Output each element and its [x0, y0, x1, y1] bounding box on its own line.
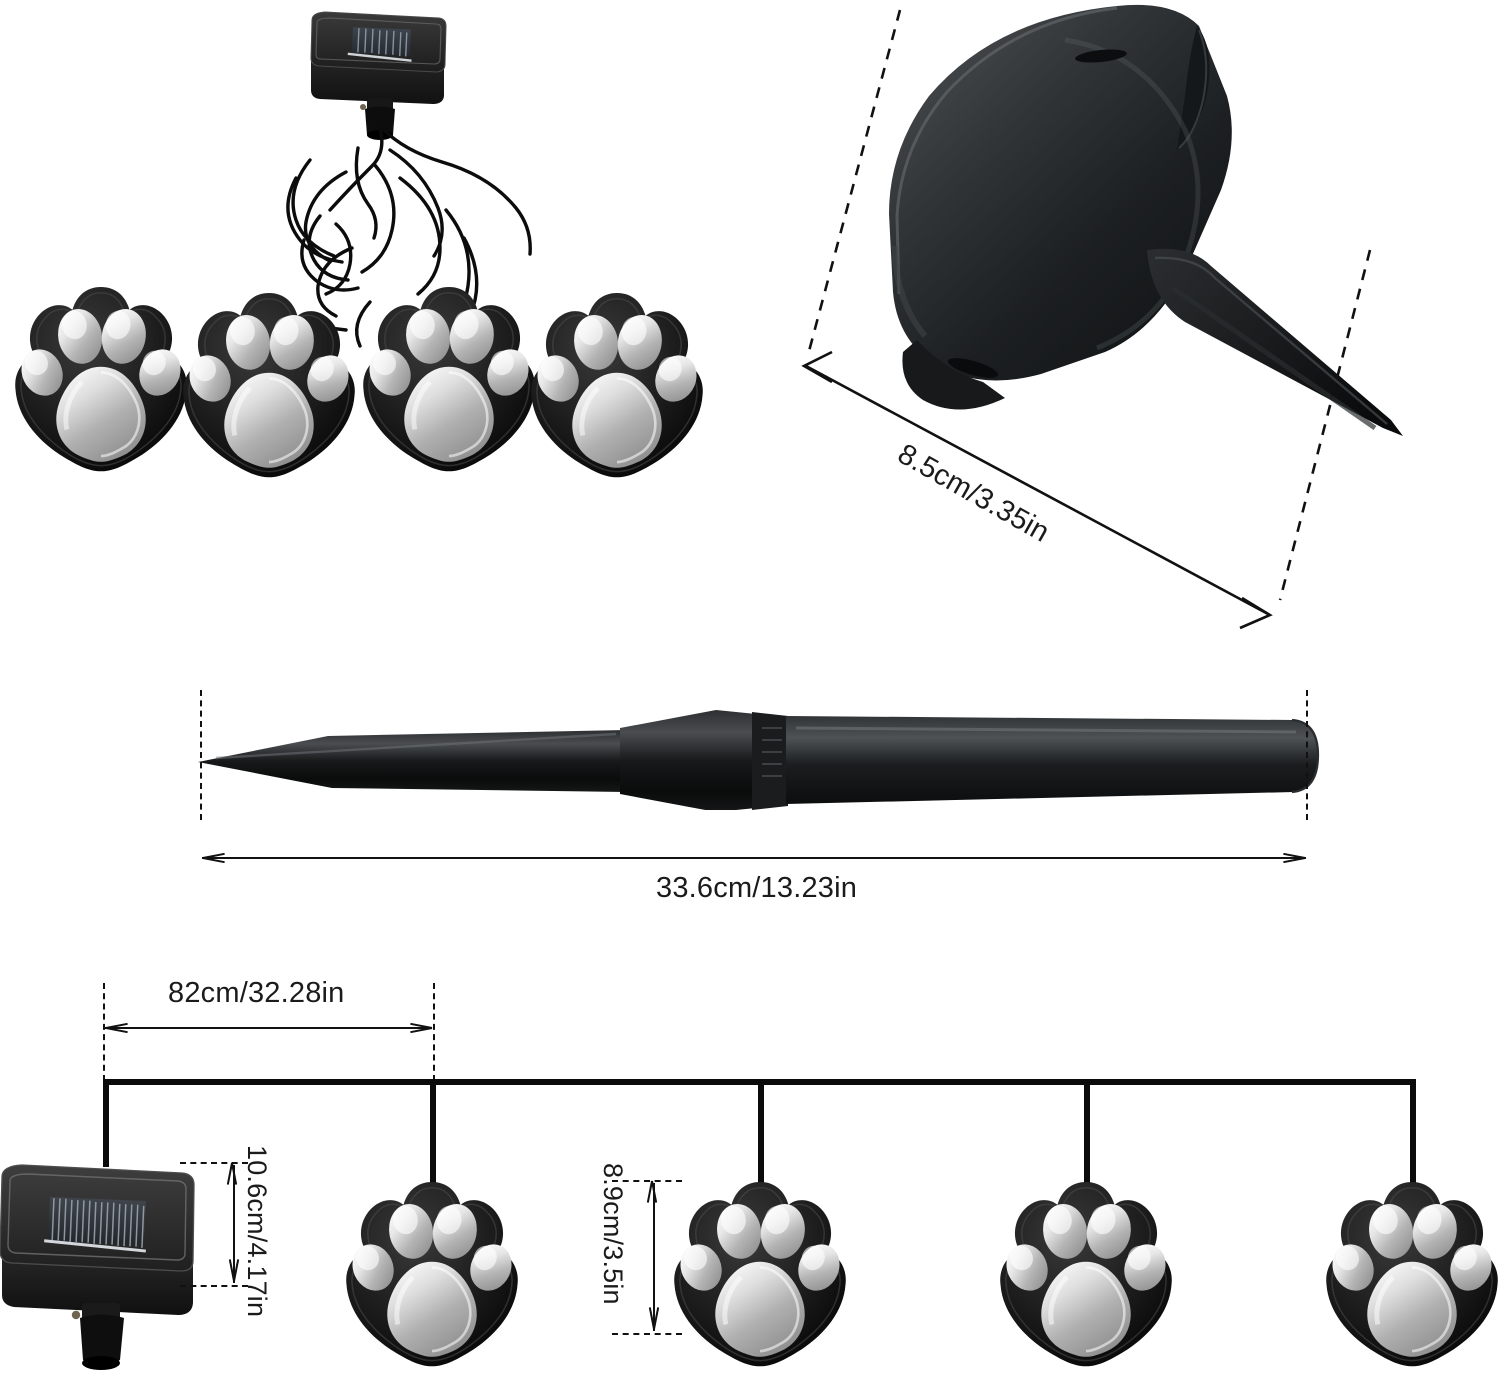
paw-light: [354, 282, 544, 482]
spacing-arrow-right: [410, 1020, 432, 1034]
spacing-left-extension: [103, 983, 105, 1081]
stake-arrow-right: [1283, 850, 1305, 864]
panel-height-dimension-label: 10.6cm/4.17in: [242, 1145, 272, 1318]
drop-wire-2: [758, 1079, 764, 1197]
paw-light: [174, 288, 364, 488]
paw-light: [522, 288, 712, 488]
cone-spike-base: [855, 0, 1435, 450]
spacing-arrow-left: [106, 1020, 128, 1034]
panel-height-arrow-bottom: [226, 1259, 240, 1281]
paw-light: [1317, 1177, 1500, 1377]
paw-height-dimension-label: 8.9cm/3.5in: [598, 1163, 628, 1305]
lead-spacing-dimension-label: 82cm/32.28in: [168, 977, 345, 1009]
panel-height-dimension-line: [233, 1165, 235, 1283]
stake-arrow-left: [203, 850, 225, 864]
stake-illustration-group: 33.6cm/13.23in: [0, 660, 1500, 940]
paw-light: [6, 282, 196, 482]
drop-wire-3: [1084, 1079, 1090, 1197]
cone-illustration-group: 8.5cm/3.35in: [760, 0, 1500, 660]
stake-right-extension: [1306, 690, 1308, 820]
drop-wire-solar: [103, 1079, 109, 1167]
ground-stake: [196, 700, 1320, 810]
drop-wire-4: [1410, 1079, 1416, 1197]
stake-dimension-line: [202, 857, 1306, 859]
paw-light: [337, 1177, 527, 1377]
solar-panel-top: [305, 4, 465, 144]
drop-wire-1: [430, 1079, 436, 1189]
spacing-right-extension: [433, 983, 435, 1081]
solar-panel-bottom: [0, 1155, 226, 1389]
spacing-dimension-line: [105, 1027, 431, 1029]
cone-width-dimension-label: 8.5cm/3.35in: [892, 438, 1055, 549]
panel-height-arrow-top: [226, 1163, 240, 1185]
paw-light: [991, 1177, 1181, 1377]
assembly-illustration: [0, 0, 720, 520]
paw-height-bottom-extension: [612, 1333, 682, 1335]
stake-left-extension: [200, 690, 202, 820]
string-layout-diagram: 82cm/32.28in: [0, 955, 1500, 1389]
paw-height-dimension-line: [653, 1183, 655, 1331]
stake-length-dimension-label: 33.6cm/13.23in: [656, 872, 858, 904]
paw-light: [665, 1177, 855, 1377]
panel-height-bottom-extension: [180, 1285, 248, 1287]
panel-height-top-extension: [180, 1162, 248, 1164]
paw-height-arrow-bottom: [646, 1307, 660, 1329]
